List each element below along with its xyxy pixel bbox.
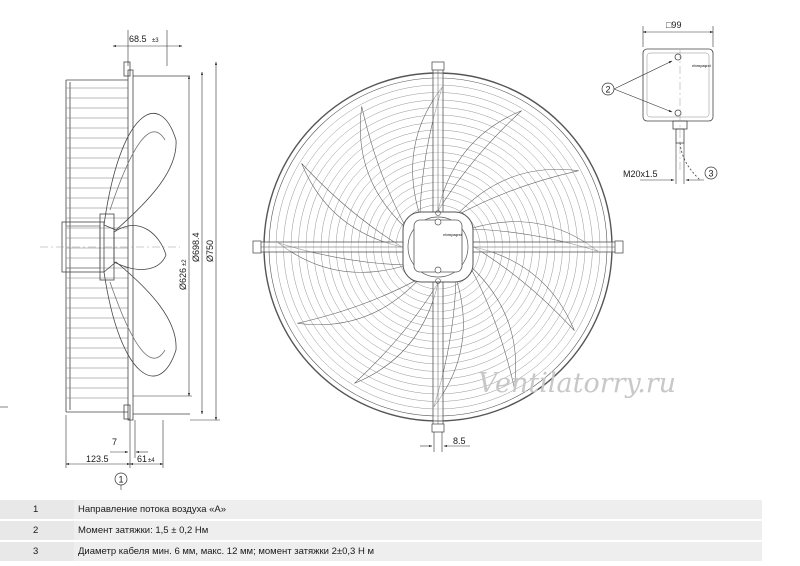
side-dimensions (0, 30, 220, 490)
dim-front-8-5: 8.5 (453, 436, 466, 446)
terminal-brand-mark: ebmpapst (692, 63, 712, 68)
dim-depth-61-tol: ±4 (148, 458, 155, 464)
dim-dia-inner-tol: ±2 (182, 259, 188, 266)
fan-blade (354, 282, 439, 384)
terminal-box (642, 48, 714, 181)
dim-depth-61: 61 (137, 454, 147, 464)
front-dimensions (420, 432, 470, 452)
legend-row: 3 Диаметр кабеля мин. 6 мм, макс. 12 мм;… (0, 542, 762, 561)
svg-text:3: 3 (709, 169, 714, 179)
dim-dia-mid: Ø698.4 (191, 232, 201, 262)
legend-text: Момент затяжки: 1,5 ± 0,2 Нм (74, 521, 762, 540)
legend-number: 2 (33, 525, 39, 536)
front-view (252, 61, 624, 433)
fan-blade (437, 110, 522, 212)
callout-2: 2 (601, 82, 615, 96)
fan-blade (301, 163, 403, 248)
side-view (40, 61, 190, 421)
legend-row: 1 Направление потока воздуха «A» (0, 500, 762, 519)
watermark: Ventilatorry.ru (478, 368, 676, 399)
legend-text: Направление потока воздуха «A» (74, 500, 762, 519)
fan-blade (468, 264, 517, 388)
fan-blade (277, 242, 407, 273)
legend-number: 3 (33, 546, 39, 557)
dim-dia-inner: Ø626 (178, 268, 188, 290)
terminal-box-dimensions (613, 26, 714, 184)
dim-depth-7: 7 (112, 437, 117, 447)
svg-text:2: 2 (606, 85, 611, 95)
dim-side-offset: 68.5 (129, 34, 147, 44)
dim-box-size: □99 (666, 20, 681, 30)
dim-dia-outer: Ø750 (205, 240, 215, 262)
dim-cable-thread: M20x1.5 (623, 169, 658, 179)
fan-blade (297, 277, 421, 326)
legend-table: 1 Направление потока воздуха «A» 2 Момен… (0, 500, 762, 563)
fan-blade (412, 86, 443, 216)
callout-1: 1 (114, 472, 128, 486)
dim-depth-123: 123.5 (86, 454, 109, 464)
brand-mark: ebmpapst (443, 232, 463, 237)
fan-blade (359, 106, 408, 230)
legend-text: Диаметр кабеля мин. 6 мм, макс. 12 мм; м… (74, 542, 762, 561)
fan-blade (433, 278, 464, 408)
svg-text:1: 1 (119, 475, 124, 485)
callout-3: 3 (704, 166, 718, 180)
legend-row: 2 Момент затяжки: 1,5 ± 0,2 Нм (0, 521, 762, 540)
fan-blade (455, 168, 579, 217)
dim-side-offset-tol: ±3 (152, 38, 159, 44)
fan-blade (473, 246, 575, 331)
technical-drawing: 68.5 ±3 Ø626 ±2 Ø698.4 Ø750 7 123.5 61 ±… (0, 20, 718, 490)
legend-number: 1 (33, 504, 39, 515)
fan-blade (469, 221, 599, 252)
